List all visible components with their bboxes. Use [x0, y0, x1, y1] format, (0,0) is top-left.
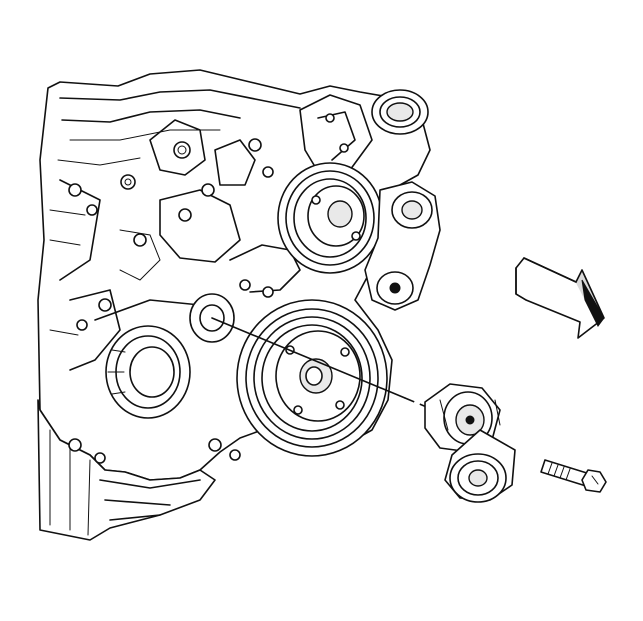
idler-bracket [364, 181, 441, 311]
thermostat-housing [299, 89, 429, 176]
left-idler-pulley [94, 299, 216, 419]
view-direction-arrow [515, 257, 605, 339]
crankshaft-pulley [236, 299, 388, 457]
belt-tensioner [424, 383, 516, 503]
alignment-line [211, 317, 406, 399]
upper-pulley [277, 162, 383, 274]
tensioner-bolt [540, 459, 607, 493]
bolt-head [581, 469, 607, 493]
